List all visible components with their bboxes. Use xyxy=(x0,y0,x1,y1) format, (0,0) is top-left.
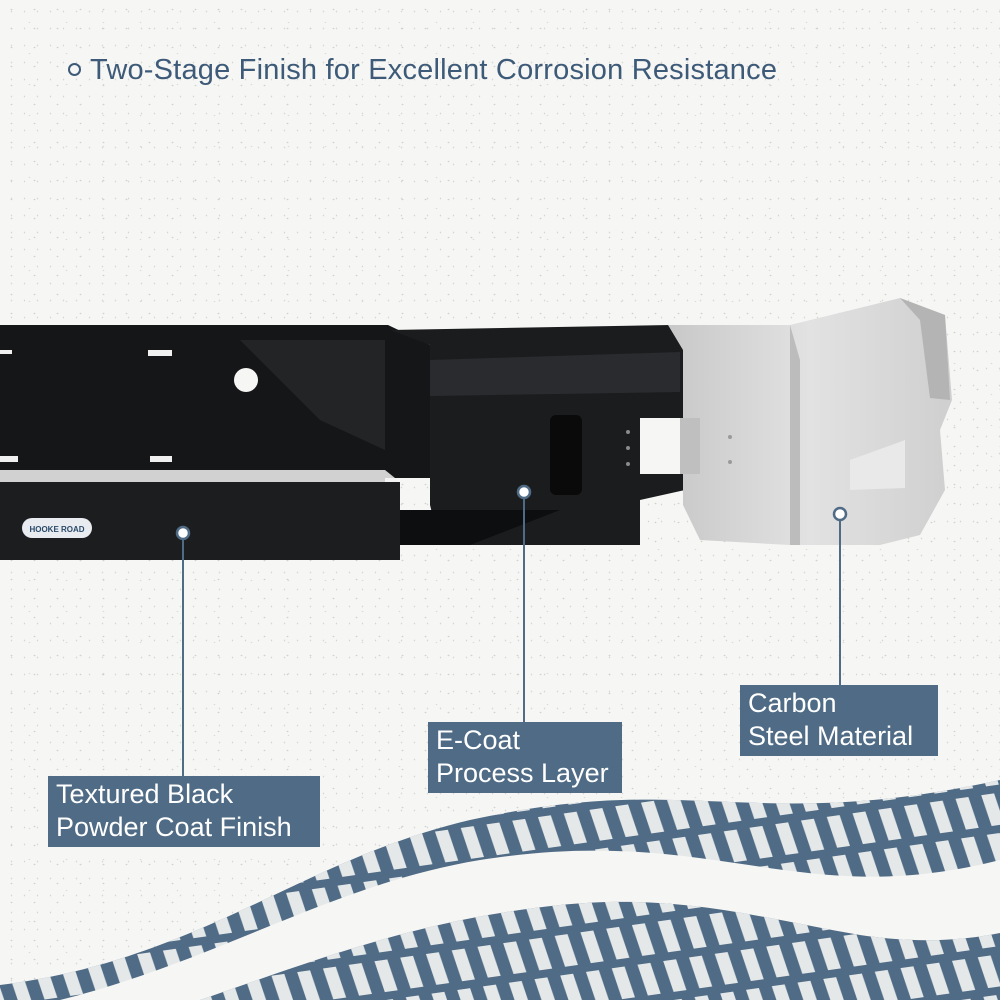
callout-powder-coat-line-1: Textured Black xyxy=(56,779,234,809)
brand-logo-badge xyxy=(22,518,92,538)
callout-carbon-steel-line-1: Carbon xyxy=(748,688,837,718)
callout-carbon-steel: Carbon Steel Material xyxy=(740,685,938,756)
brand-logo-text: HOOKE ROAD xyxy=(29,525,84,534)
bumper-steel-section xyxy=(668,298,952,545)
callout-carbon-steel-line-2: Steel Material xyxy=(748,721,914,751)
callout-leaders xyxy=(175,484,848,776)
headline: Two-Stage Finish for Excellent Corrosion… xyxy=(68,54,777,87)
bumper-black-section xyxy=(0,325,690,560)
callout-e-coat-line-2: Process Layer xyxy=(436,758,609,788)
callout-e-coat: E-Coat Process Layer xyxy=(428,722,622,793)
tire-tread-decoration xyxy=(0,780,1000,1000)
callout-powder-coat: Textured Black Powder Coat Finish xyxy=(48,776,320,847)
bullet-circle-icon xyxy=(68,63,81,76)
callout-e-coat-line-1: E-Coat xyxy=(436,725,521,755)
callout-powder-coat-line-2: Powder Coat Finish xyxy=(56,812,292,842)
headline-text: Two-Stage Finish for Excellent Corrosion… xyxy=(90,54,778,86)
